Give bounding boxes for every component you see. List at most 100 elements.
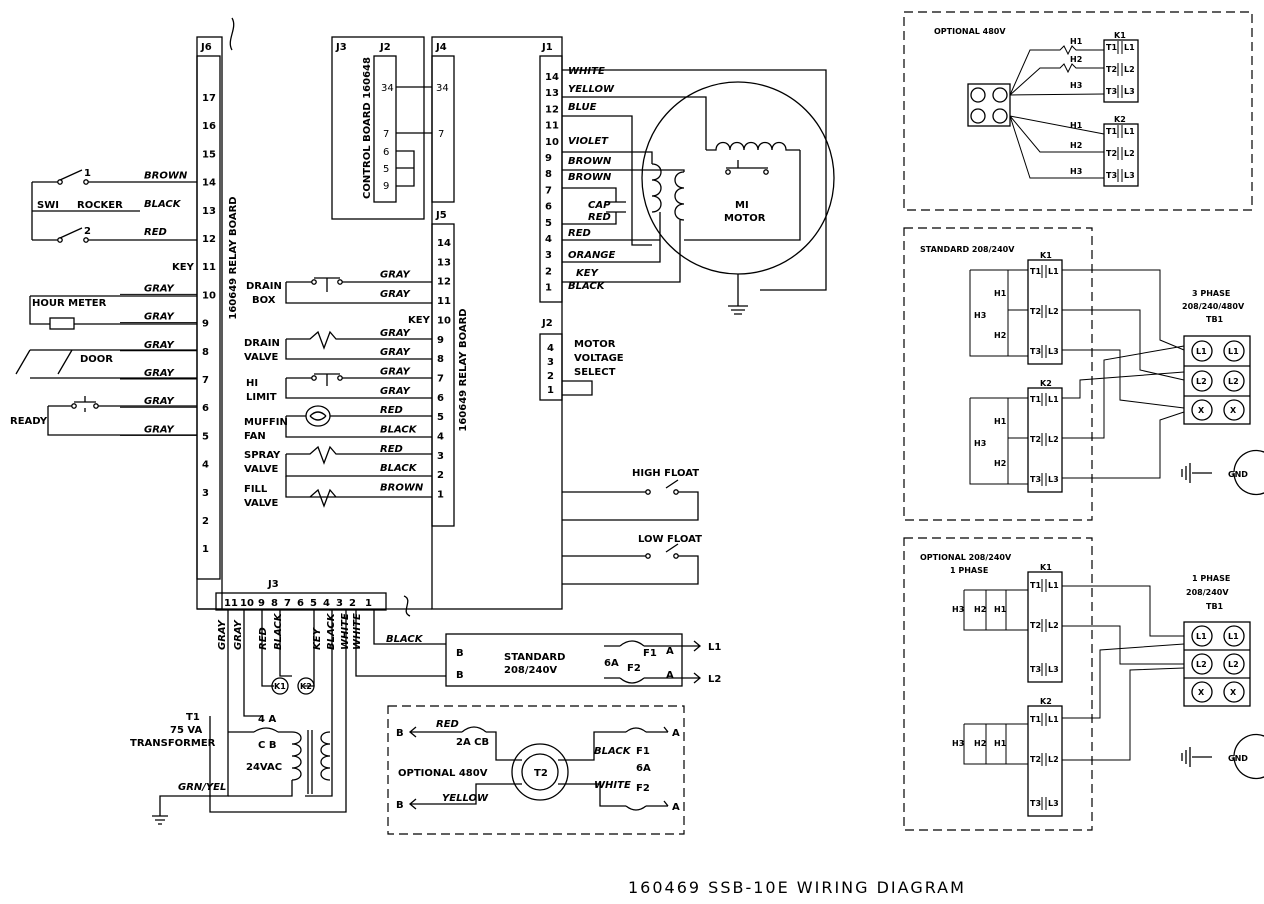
j3b-pin: 2 — [349, 598, 356, 609]
fill-valve-label: FILL — [244, 484, 268, 495]
contact-t: T3 — [1106, 171, 1117, 180]
std-f1: F1 — [643, 648, 657, 659]
floats: HIGH FLOAT LOW FLOAT — [562, 468, 702, 585]
j1-pin: 1 — [545, 283, 552, 294]
j2b-label: J2 — [541, 318, 553, 329]
std-f2: F2 — [627, 663, 641, 674]
control-j2-label: J2 — [379, 42, 391, 53]
j1-wire-color: CAP — [588, 200, 611, 211]
j1-wire-color: VIOLET — [568, 136, 609, 147]
tb1-term: L1 — [1228, 347, 1239, 356]
j5-wire-color: BROWN — [380, 483, 424, 494]
tb1-term: L1 — [1196, 347, 1207, 356]
panel-480-k1: K1 — [1114, 31, 1126, 40]
j1-pin: 11 — [545, 121, 559, 132]
std-b2: B — [456, 670, 464, 681]
coil-label: H2 — [994, 331, 1006, 340]
j1-wire-color: KEY — [576, 268, 600, 279]
j1-pin: 10 — [545, 137, 559, 148]
panel-480-k2: K2 — [1114, 115, 1126, 124]
t1-cb-label: C B — [258, 740, 276, 751]
ready-label: READY — [10, 416, 48, 427]
j3b-black-label: BLACK — [386, 634, 424, 645]
j3b-pin: 1 — [365, 598, 372, 609]
panel-std-k1: K1 — [1040, 251, 1052, 260]
contact-l: L2 — [1048, 435, 1059, 444]
j6-wire-color: RED — [144, 227, 167, 238]
j6-pin: 17 — [202, 93, 216, 104]
tb1-term: X — [1230, 406, 1237, 415]
j3b-pin: 6 — [297, 598, 304, 609]
j3b-wire-color: KEY — [312, 626, 323, 650]
control-pin: 7 — [383, 129, 389, 140]
t1-label: T1 — [186, 712, 200, 723]
optional-480v-box: B B RED 2A CB OPTIONAL 480V YELLOW T2 BL… — [387, 705, 685, 835]
contact-l: L3 — [1124, 171, 1135, 180]
control-pin: 34 — [381, 83, 394, 94]
k1-coil-label: K1 — [274, 682, 286, 691]
j1-pin: 13 — [545, 88, 559, 99]
contact-l: L3 — [1124, 87, 1135, 96]
std-l2: L2 — [708, 674, 721, 685]
j6-wire-color: GRAY — [144, 283, 176, 294]
transformer-t1: T1 75 VA TRANSFORMER 4 A C B 24VAC GRN/Y… — [130, 712, 331, 797]
opt-label: OPTIONAL 480V — [398, 768, 488, 779]
tb1-1ph-label: 208/240V — [1186, 588, 1229, 597]
j3b-pin: 3 — [336, 598, 343, 609]
coil-label: H3 — [1070, 167, 1082, 176]
rocker-pos2: 2 — [84, 226, 91, 237]
rocker-switch: SWI ROCKER 1 2 — [31, 168, 197, 243]
std-l1: L1 — [708, 642, 721, 653]
j5-pin: 9 — [437, 335, 444, 346]
drain-box-label: BOX — [252, 295, 276, 306]
opt-b2: B — [396, 800, 404, 811]
contact-t: T1 — [1030, 395, 1041, 404]
opt-yellow: YELLOW — [442, 793, 489, 804]
j5-wire-color: RED — [380, 405, 403, 416]
j1-pin: 14 — [545, 72, 559, 83]
j3b-pin: 11 — [224, 598, 238, 609]
std-b1: B — [456, 648, 464, 659]
swi-label: SWI — [37, 200, 59, 211]
contact-t: T3 — [1030, 347, 1041, 356]
contact-t: T2 — [1106, 149, 1117, 158]
j6-pin: 13 — [202, 206, 216, 217]
j5-wire-color: GRAY — [380, 347, 412, 358]
tb1-1ph-term: X — [1198, 688, 1205, 697]
j1-wire-color: BLACK — [568, 281, 606, 292]
spray-valve-label: VALVE — [244, 464, 279, 475]
contact-t: T2 — [1030, 435, 1041, 444]
hour-meter-label: HOUR METER — [32, 298, 107, 309]
j5-pin: 13 — [437, 257, 451, 268]
j1-pin: 7 — [545, 185, 552, 196]
opt-b1: B — [396, 728, 404, 739]
j5-pin: 2 — [437, 470, 444, 481]
j3b-pin: 7 — [284, 598, 291, 609]
control-board: J3 J2 CONTROL BOARD 160648 34 7 6 5 9 — [331, 36, 432, 220]
contact-l: L2 — [1048, 621, 1059, 630]
motor-label: MI — [735, 200, 749, 211]
contact-t: T1 — [1030, 267, 1041, 276]
j3b-wire-color: GRAY — [217, 619, 228, 651]
standard-fuse-box: B B STANDARD 208/240V F1 6A F2 A A L1 L2 — [445, 633, 721, 687]
contact-t: T3 — [1106, 87, 1117, 96]
j6-pin: 16 — [202, 121, 216, 132]
j3b-wire-color: BLACK — [273, 612, 284, 650]
tb1-1ph-term: L1 — [1196, 632, 1207, 641]
opt-black: BLACK — [594, 746, 632, 757]
t1-cb-amps: 4 A — [258, 714, 276, 725]
j5-wire-color: GRAY — [380, 289, 412, 300]
panel-std-title: STANDARD 208/240V — [920, 245, 1015, 254]
j5-wire-color: GRAY — [380, 366, 412, 377]
opt-f2: F2 — [636, 783, 650, 794]
j6-pin: 9 — [202, 319, 209, 330]
contact-l: L1 — [1124, 127, 1135, 136]
j6-key-label: KEY — [172, 262, 195, 273]
coil-label: H3 — [974, 439, 986, 448]
gnd-label: GND — [1228, 470, 1248, 479]
j3b-pin: 9 — [258, 598, 265, 609]
j5-pin: 6 — [437, 393, 444, 404]
